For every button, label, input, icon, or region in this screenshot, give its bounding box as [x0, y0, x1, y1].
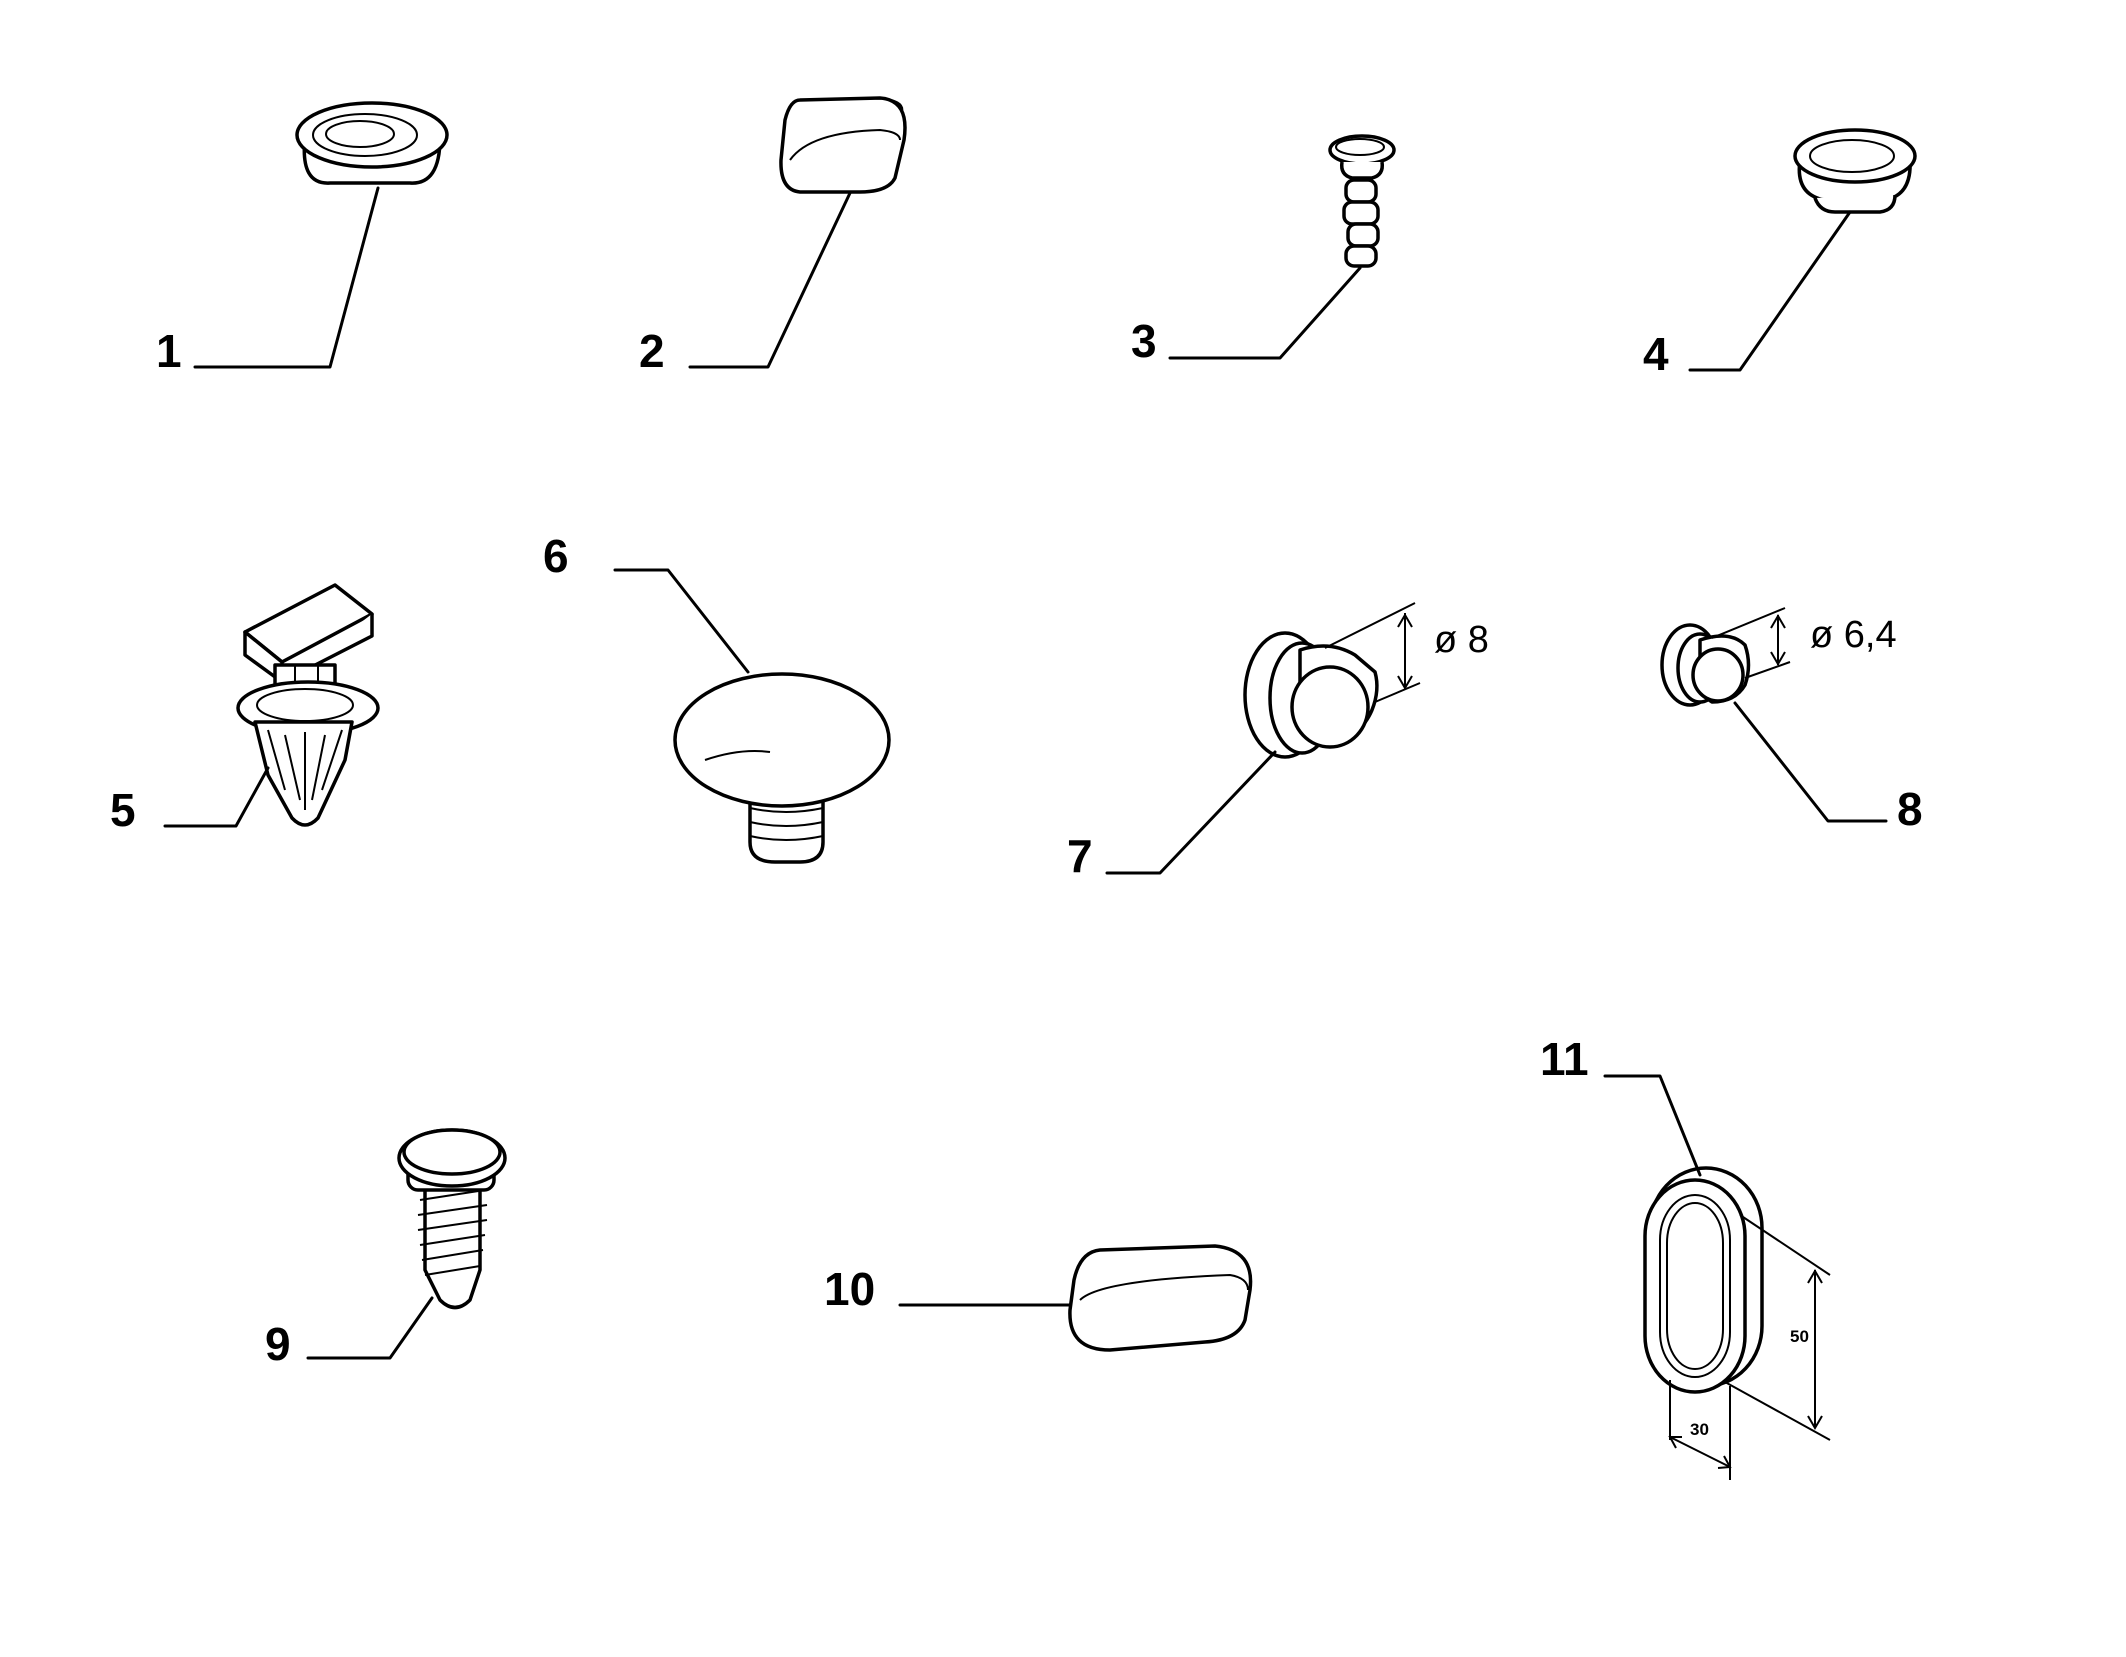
part-6-mushroom-cap	[613, 568, 891, 864]
callout-1: 1	[156, 325, 182, 377]
callout-2: 2	[639, 325, 665, 377]
part-7-plug	[1105, 602, 1421, 875]
part-5-tree-clip	[163, 583, 380, 828]
part-9-push-rivet	[306, 1128, 507, 1360]
dimension-diameter-6-4: ø 6,4	[1810, 614, 1897, 656]
part-1-grommet	[193, 101, 449, 369]
part-3-push-pin	[1168, 134, 1396, 360]
callout-5: 5	[110, 784, 136, 836]
part-2-oval-plug	[688, 96, 907, 369]
callout-9: 9	[265, 1318, 291, 1370]
dimension-height-50: 50	[1790, 1327, 1809, 1346]
part-8-small-plug	[1660, 607, 1888, 823]
callout-7: 7	[1067, 830, 1093, 882]
callout-8: 8	[1897, 783, 1923, 835]
part-11-oblong-grommet	[1603, 1074, 1831, 1480]
part-10-oval-plug	[898, 1244, 1253, 1352]
dimension-width-30: 30	[1690, 1420, 1709, 1439]
callout-6: 6	[543, 530, 569, 582]
part-4-stepped-grommet	[1688, 128, 1917, 372]
callout-10: 10	[824, 1263, 875, 1315]
callout-11: 11	[1540, 1033, 1589, 1085]
callout-4: 4	[1643, 328, 1669, 380]
dimension-diameter-8: ø 8	[1434, 619, 1489, 661]
callout-3: 3	[1131, 315, 1157, 367]
